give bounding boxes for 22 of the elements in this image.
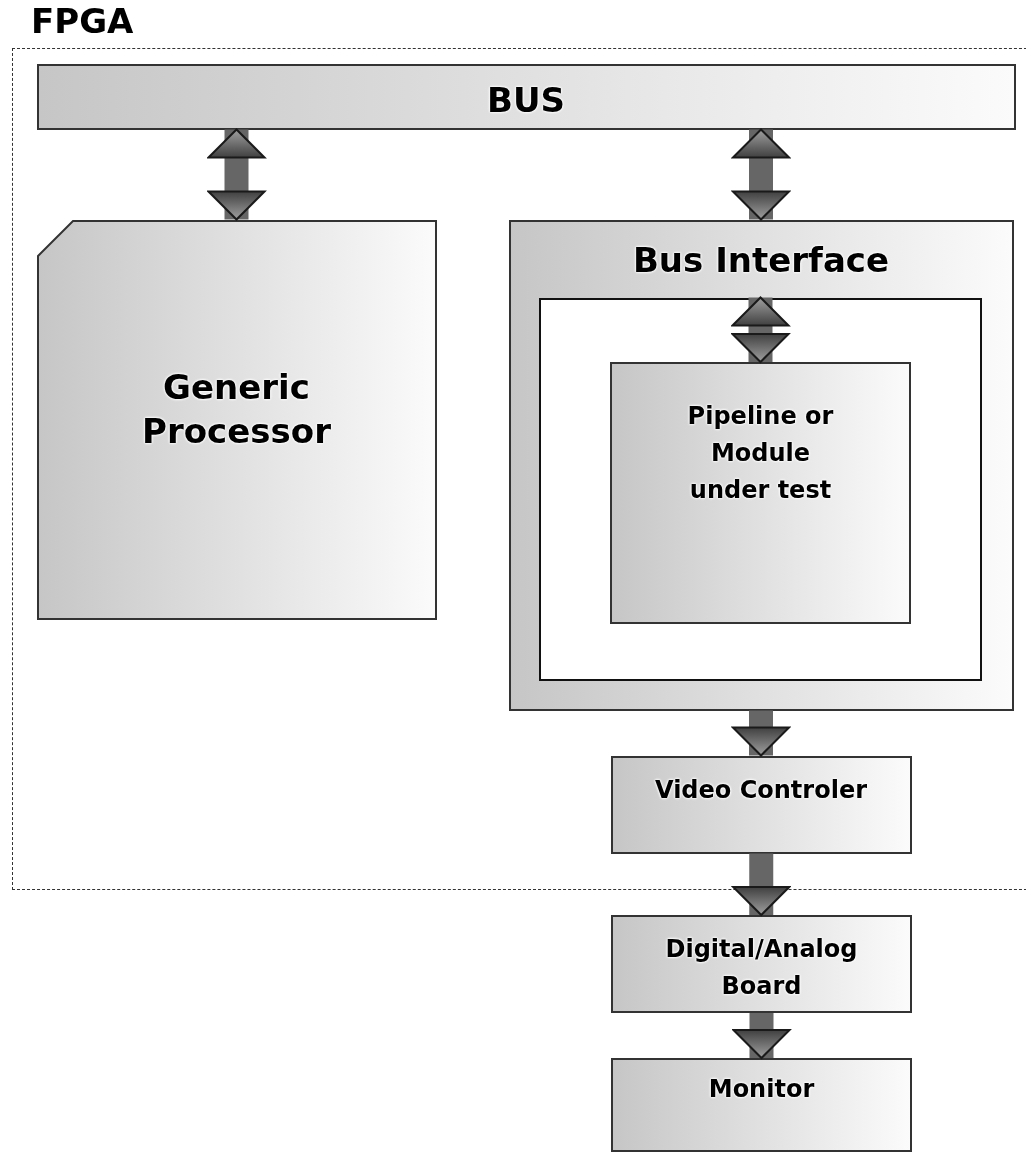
arrow (732, 853, 791, 916)
double-arrow (731, 296, 790, 363)
arrow (732, 1013, 791, 1059)
block-label: Generic Processor (141, 365, 332, 453)
region-title: FPGA (31, 0, 134, 43)
processor-block (36, 219, 437, 620)
bus-label: BUS (487, 78, 565, 122)
arrow (732, 710, 790, 757)
block-label: Digital/Analog Board (664, 934, 859, 1003)
bus-bar (36, 63, 1016, 130)
block (508, 219, 1014, 711)
block (610, 362, 911, 624)
block-label: Video Controler (654, 774, 868, 806)
block-label: Bus Interface (632, 238, 890, 282)
inner-box (538, 297, 982, 681)
block (611, 915, 912, 1013)
block (611, 1058, 912, 1152)
double-arrow (207, 128, 266, 221)
double-arrow (732, 128, 790, 221)
block-label: Pipeline or Module under test (686, 401, 835, 507)
block (610, 755, 912, 854)
block-label: Monitor (707, 1074, 816, 1105)
